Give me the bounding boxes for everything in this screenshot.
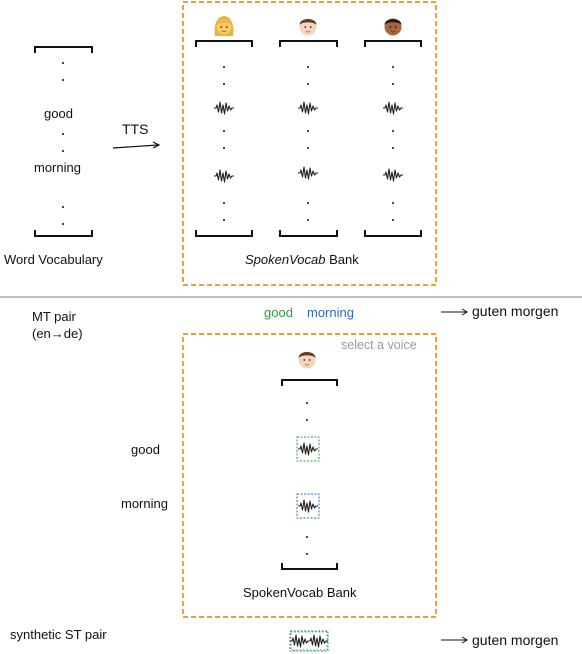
waveform-good-v3 bbox=[382, 101, 404, 115]
mt-word-morning: morning bbox=[307, 305, 354, 320]
waveform-morning-selected bbox=[297, 499, 319, 513]
waveform-good-v2 bbox=[297, 101, 319, 115]
vocab-dots bbox=[62, 62, 64, 225]
tts-label: TTS bbox=[122, 121, 149, 137]
selected-man-voice-icon bbox=[298, 351, 316, 369]
man-light-voice-icon bbox=[299, 18, 317, 36]
bank-caption-italic: SpokenVocab bbox=[245, 252, 326, 267]
selected-word-morning: morning bbox=[121, 496, 168, 511]
waveform-morning-v2 bbox=[297, 166, 319, 180]
woman-voice-icon bbox=[214, 16, 234, 36]
bottom-bank-caption: SpokenVocab Bank bbox=[243, 585, 357, 600]
mt-label: MT pair bbox=[32, 309, 76, 324]
st-target: guten morgen bbox=[472, 632, 559, 648]
voice-column-1 bbox=[195, 40, 253, 237]
waveform-morning-v3 bbox=[382, 168, 404, 182]
bank-caption-rest: Bank bbox=[325, 252, 359, 267]
mt-word-good: good bbox=[264, 305, 293, 320]
tts-arrow bbox=[112, 141, 161, 149]
vocab-caption: Word Vocabulary bbox=[4, 252, 103, 267]
waveform-synthetic-1 bbox=[289, 634, 311, 648]
st-label: synthetic ST pair bbox=[10, 627, 107, 642]
waveform-good-v1 bbox=[213, 101, 235, 115]
vocab-word-good: good bbox=[44, 106, 73, 121]
mt-sublabel: (en→de) bbox=[32, 326, 83, 341]
top-bank-caption: SpokenVocab Bank bbox=[245, 253, 359, 266]
man-dark-voice-icon bbox=[384, 18, 402, 36]
bottom-bank-box bbox=[182, 333, 437, 618]
voice-column-3 bbox=[364, 40, 422, 237]
voice-column-2 bbox=[279, 40, 338, 237]
selected-voice-column bbox=[281, 379, 338, 570]
st-arrow bbox=[441, 636, 468, 644]
vocab-word-morning: morning bbox=[34, 160, 81, 175]
highlight-good bbox=[296, 436, 320, 462]
selected-word-good: good bbox=[131, 442, 160, 457]
mt-target: guten morgen bbox=[472, 303, 559, 319]
waveform-morning-v1 bbox=[213, 169, 235, 183]
synthetic-speech bbox=[289, 630, 329, 652]
select-voice-label: select a voice bbox=[341, 338, 417, 352]
vocab-column bbox=[34, 46, 93, 237]
top-bank-box bbox=[182, 1, 437, 286]
highlight-morning bbox=[296, 493, 320, 519]
waveform-synthetic-2 bbox=[307, 634, 329, 648]
waveform-good-selected bbox=[297, 442, 319, 456]
mt-arrow bbox=[441, 308, 468, 316]
